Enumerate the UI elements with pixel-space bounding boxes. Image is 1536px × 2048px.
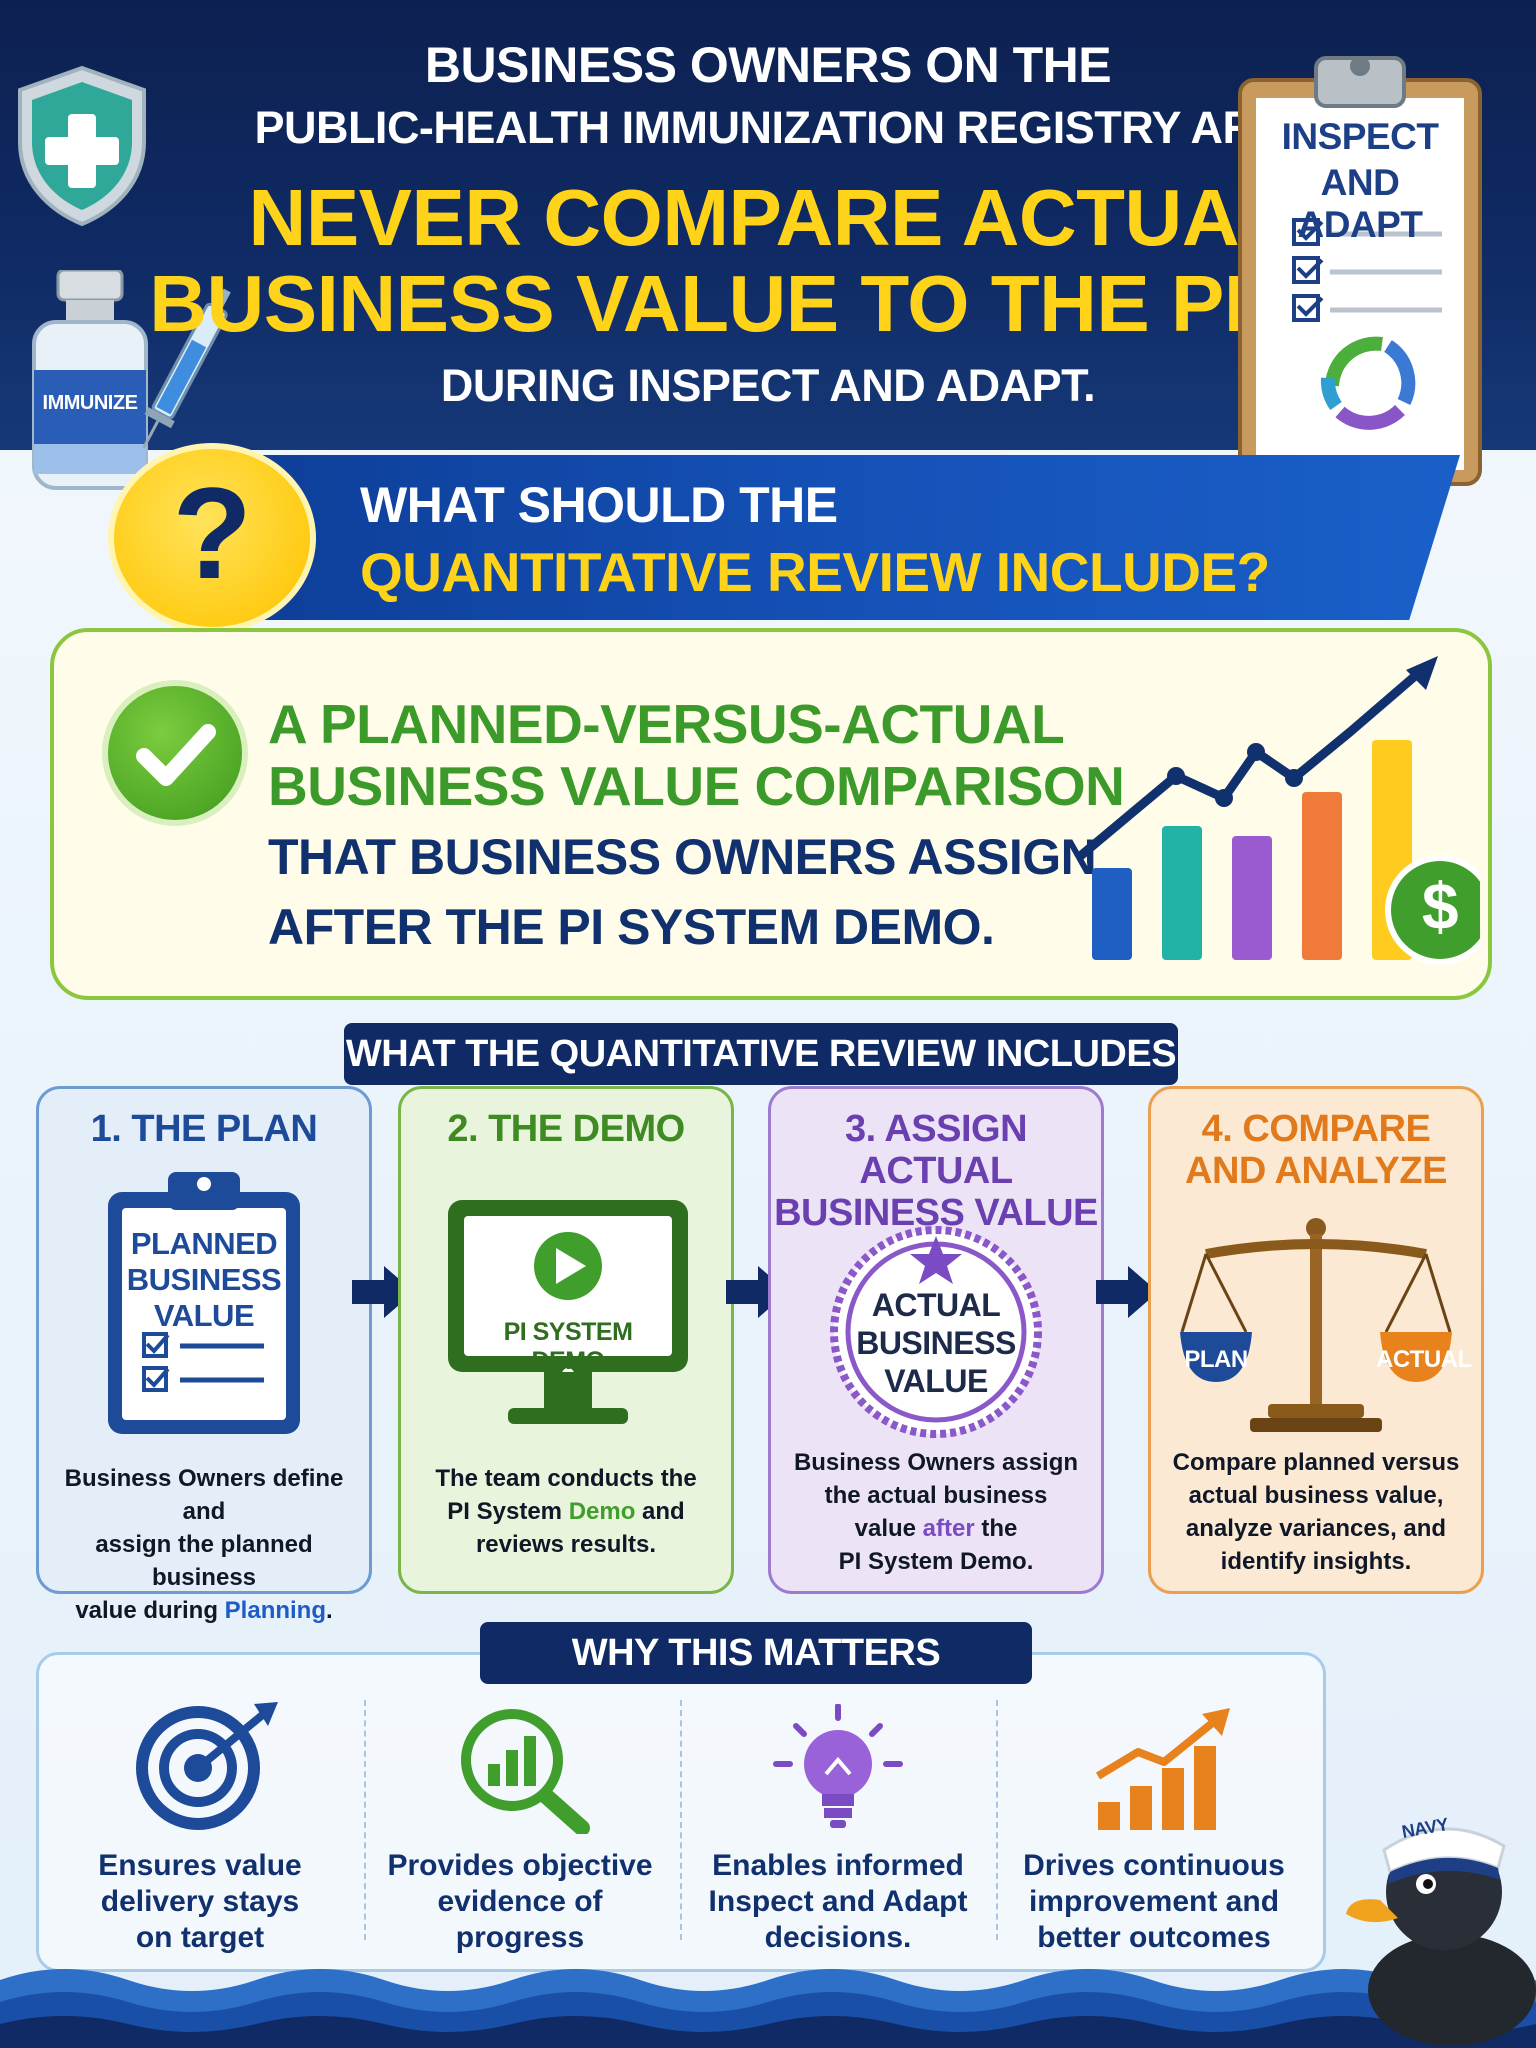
step-4-title-line-1: 4. COMPARE [1201,1108,1431,1150]
actual-value-badge-icon [830,1226,1042,1438]
syringe-icon [142,288,231,449]
why-4-line-3: better outcomes [1037,1921,1271,1954]
header-line-5: DURING INSPECT AND ADAPT. [440,360,1096,411]
answer-line-3: THAT BUSINESS OWNERS ASSIGN [268,829,1097,885]
clipboard-title-2: AND ADAPT [1297,162,1423,245]
step-1-desc-period: . [326,1597,333,1624]
why-1-line-1: Ensures value [98,1849,302,1882]
step-3-desc-line-4: PI System Demo. [838,1548,1034,1575]
planned-icon-text-3: VALUE [153,1298,255,1333]
magnifier-chart-icon [461,1709,590,1834]
step-3-title: 3. ASSIGN ACTUAL BUSINESS VALUE [768,1108,1104,1234]
planned-clipboard-icon [108,1172,300,1434]
step-4-desc-line-3: analyze variances, and [1185,1515,1447,1542]
after-highlight: after [922,1515,975,1542]
why-item-4: Drives continuous improvement and better… [1004,1848,1304,1956]
clipboard-icon [1238,56,1482,486]
step-4-desc-line-2: actual business value, [1188,1482,1444,1509]
check-circle-icon [102,680,248,826]
demo-icon-text: PI SYSTEM DEMO [503,1318,633,1375]
why-4-line-1: Drives continuous [1023,1849,1285,1882]
step-3-desc-line-3: value after the [774,1512,1098,1545]
why-1-line-3: on target [135,1921,265,1954]
demo-highlight: Demo [568,1498,636,1525]
growth-bars-icon [1095,1708,1230,1830]
ocean-waves [0,1969,1536,2048]
scale-actual-label: ACTUAL [1376,1346,1472,1373]
step-3-title-line-1: 3. ASSIGN ACTUAL [844,1108,1028,1192]
answer-line-1: A PLANNED-VERSUS-ACTUAL [268,693,1065,755]
growth-chart-icon [1075,656,1480,965]
header-headline-2: BUSINESS VALUE TO THE PLAN [149,259,1387,348]
header-line-1: BUSINESS OWNERS ON THE [424,37,1112,93]
vial-label: IMMUNIZE [42,392,138,414]
steps-section-label: WHAT THE QUANTITATIVE REVIEW INCLUDES [344,1023,1178,1085]
why-item-3: Enables informed Inspect and Adapt decis… [688,1848,988,1956]
question-mark-icon: ? [172,460,252,606]
step-2-desc-and: and [635,1498,685,1525]
answer-line-4: AFTER THE PI SYSTEM DEMO. [268,899,995,955]
question-banner [190,455,1460,620]
why-section-label: WHY THIS MATTERS [480,1622,1032,1684]
why-3-line-1: Enables informed [712,1849,964,1882]
navy-duck-mascot [1346,1827,1536,2046]
step-3-desc-text: value [854,1515,923,1542]
dollar-icon: $ [1421,869,1459,943]
step-1-desc-line-2: assign the planned business [95,1531,313,1591]
answer-line-2: BUSINESS VALUE COMPARISON [268,755,1125,817]
step-1-title: 1. THE PLAN [90,1108,318,1150]
header-headline-1: NEVER COMPARE ACTUAL [248,173,1288,262]
step-1-desc-line-1: Business Owners define and [64,1465,344,1525]
why-1-line-2: delivery stays [100,1885,300,1918]
balance-scale-icon [1180,1218,1452,1432]
step-1-desc-line-3: value during Planning. [42,1594,366,1627]
question-bubble [108,443,316,633]
actual-icon-text-3: VALUE [884,1363,988,1399]
step-3-desc-the: the [974,1515,1018,1542]
planned-icon-text-1: PLANNED [130,1226,278,1261]
step-4-title-line-2: AND ANALYZE [1185,1150,1447,1192]
step-4-desc-line-4: identify insights. [1220,1548,1412,1575]
monitor-icon [448,1200,688,1424]
shield-icon [18,65,146,227]
target-icon [136,1702,278,1830]
header-line-2: PUBLIC-HEALTH IMMUNIZATION REGISTRY ART [254,102,1282,153]
planned-icon-text-2: BUSINESS [126,1262,282,1297]
step-3-description: Business Owners assign the actual busine… [774,1446,1098,1578]
step-2-desc-line-2: PI System Demo and [404,1495,728,1528]
why-3-line-3: decisions. [764,1921,912,1954]
step-2-desc-line-3: reviews results. [475,1531,657,1558]
step-1-description: Business Owners define and assign the pl… [42,1462,366,1627]
why-3-line-2: Inspect and Adapt [708,1885,968,1918]
planning-highlight: Planning [224,1597,327,1624]
scale-plan-label: PLAN [1184,1346,1248,1373]
step-3-desc-line-2: the actual business [824,1482,1048,1509]
why-2-line-3: progress [455,1921,585,1954]
step-1-desc-text: value during [75,1597,225,1624]
step-2-desc-text: PI System [447,1498,569,1525]
arrow-right-icon [1096,1266,1158,1318]
question-line-2: QUANTITATIVE REVIEW INCLUDE? [360,541,1270,603]
step-4-title: 4. COMPARE AND ANALYZE [1148,1108,1484,1192]
step-2-description: The team conducts the PI System Demo and… [404,1462,728,1561]
actual-icon-text-2: BUSINESS [856,1325,1016,1361]
why-divider [996,1700,998,1940]
why-2-line-2: evidence of [437,1885,603,1918]
why-4-line-2: improvement and [1028,1885,1280,1918]
step-4-description: Compare planned versus actual business v… [1154,1446,1478,1578]
why-2-line-1: Provides objective [387,1849,653,1882]
why-item-2: Provides objective evidence of progress [370,1848,670,1956]
lightbulb-icon [773,1704,903,1828]
clipboard-title-1: INSPECT [1281,116,1439,157]
actual-icon-text-1: ACTUAL [871,1287,1001,1323]
step-3-desc-line-1: Business Owners assign [793,1449,1079,1476]
why-divider [364,1700,366,1940]
step-4-desc-line-1: Compare planned versus [1172,1449,1460,1476]
why-divider [680,1700,682,1940]
question-line-1: WHAT SHOULD THE [360,477,838,533]
step-2-title: 2. THE DEMO [447,1108,685,1150]
why-item-1: Ensures value delivery stays on target [50,1848,350,1956]
vial-icon [32,270,148,490]
step-2-desc-line-1: The team conducts the [435,1465,697,1492]
